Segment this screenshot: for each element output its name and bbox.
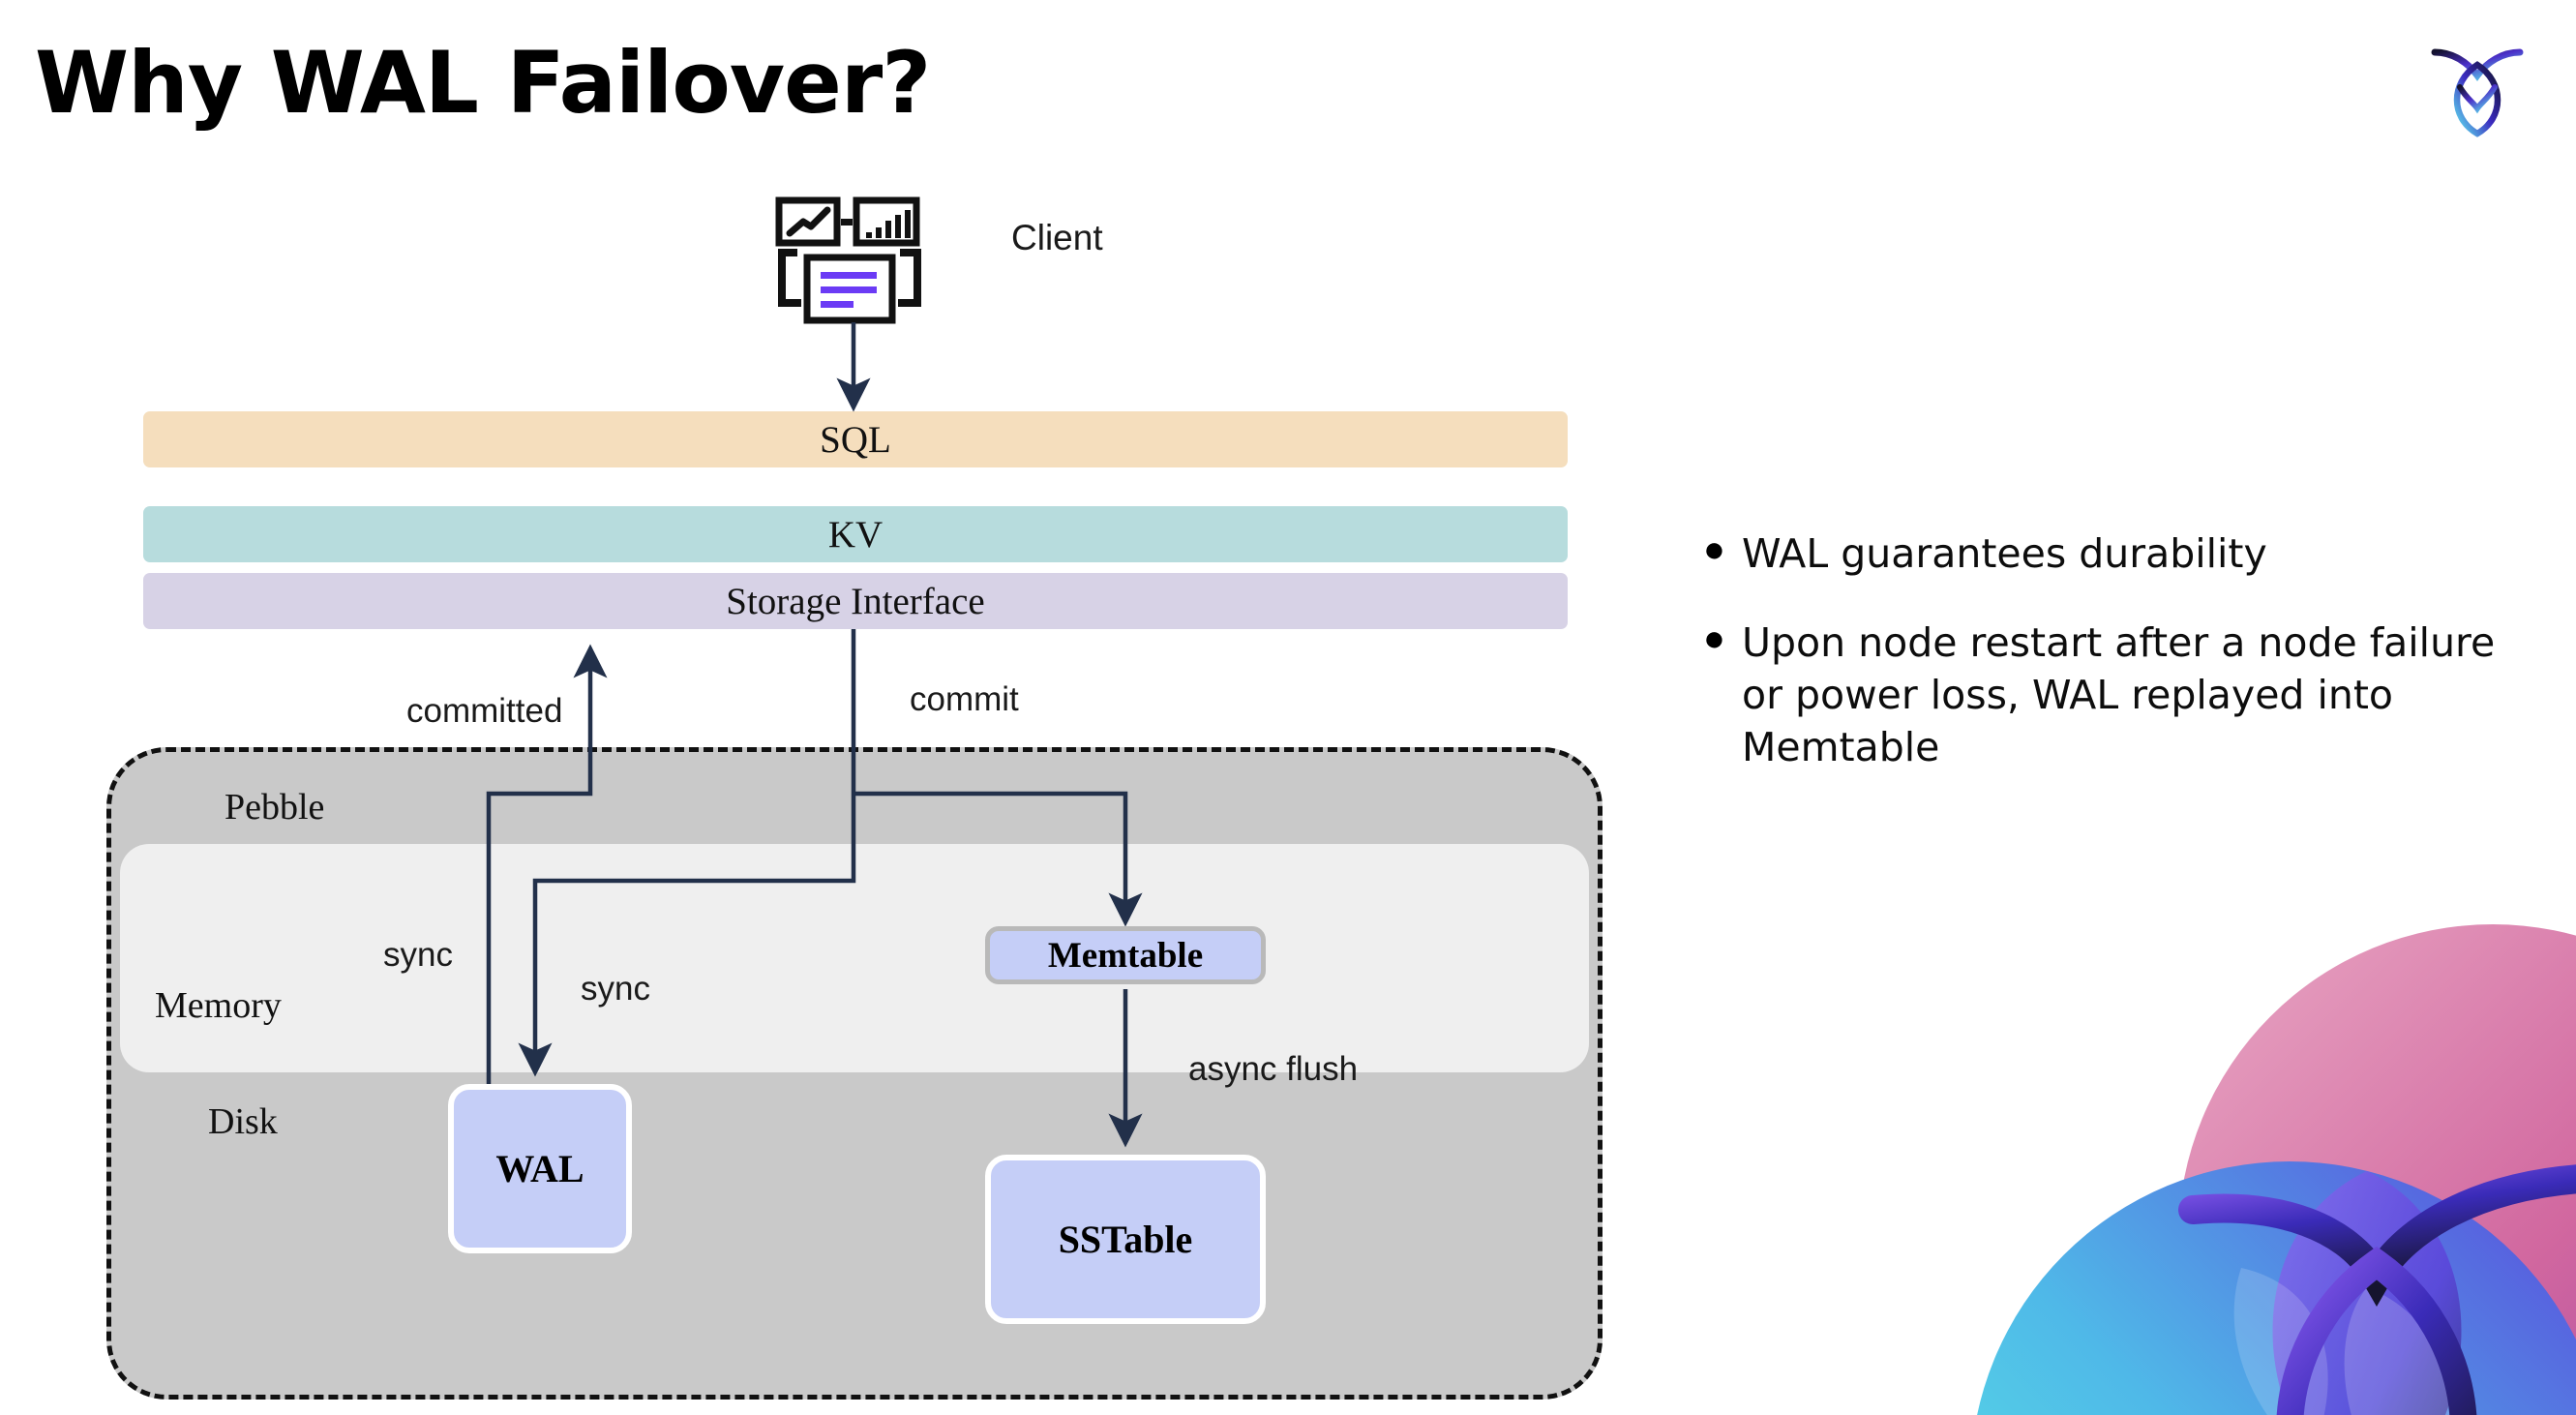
bullet-text: WAL guarantees durability	[1742, 530, 2267, 577]
decorative-brand-mark	[1951, 919, 2576, 1415]
bullet-list: ● WAL guarantees durability ● Upon node …	[1703, 527, 2516, 810]
page-title: Why WAL Failover?	[35, 33, 931, 133]
node-sstable: SSTable	[985, 1155, 1266, 1324]
client-dashboard-icon	[774, 196, 927, 332]
pebble-label: Pebble	[225, 787, 325, 828]
node-memtable-label: Memtable	[1047, 935, 1204, 976]
bullet-marker-icon: ●	[1703, 618, 1725, 660]
bullet-marker-icon: ●	[1703, 529, 1725, 570]
disk-label: Disk	[208, 1101, 278, 1142]
layer-storage-interface: Storage Interface	[143, 573, 1568, 629]
edge-label-async-flush: async flush	[1188, 1050, 1359, 1088]
bullet-text: Upon node restart after a node failure o…	[1742, 619, 2496, 771]
layer-storage-label: Storage Interface	[726, 580, 985, 622]
memory-label: Memory	[155, 985, 282, 1026]
node-memtable: Memtable	[985, 926, 1266, 984]
list-item: ● Upon node restart after a node failure…	[1703, 617, 2516, 773]
layer-sql: SQL	[143, 411, 1568, 467]
node-sstable-label: SSTable	[1058, 1218, 1193, 1261]
edge-label-commit: commit	[910, 680, 1019, 718]
edge-label-committed: committed	[406, 692, 563, 730]
layer-sql-label: SQL	[820, 418, 891, 461]
cockroachdb-logo-icon	[2423, 33, 2531, 141]
edge-label-sync-left: sync	[383, 936, 453, 974]
list-item: ● WAL guarantees durability	[1703, 527, 2516, 580]
layer-kv-label: KV	[827, 513, 884, 556]
node-wal-label: WAL	[495, 1147, 584, 1190]
edge-label-sync-right: sync	[581, 970, 650, 1008]
node-wal: WAL	[448, 1084, 632, 1253]
memory-container	[120, 844, 1589, 1072]
architecture-diagram: Client SQL KV Storage Interface Pebble M…	[106, 196, 1603, 1400]
layer-kv: KV	[143, 506, 1568, 562]
client-label: Client	[1011, 218, 1103, 257]
